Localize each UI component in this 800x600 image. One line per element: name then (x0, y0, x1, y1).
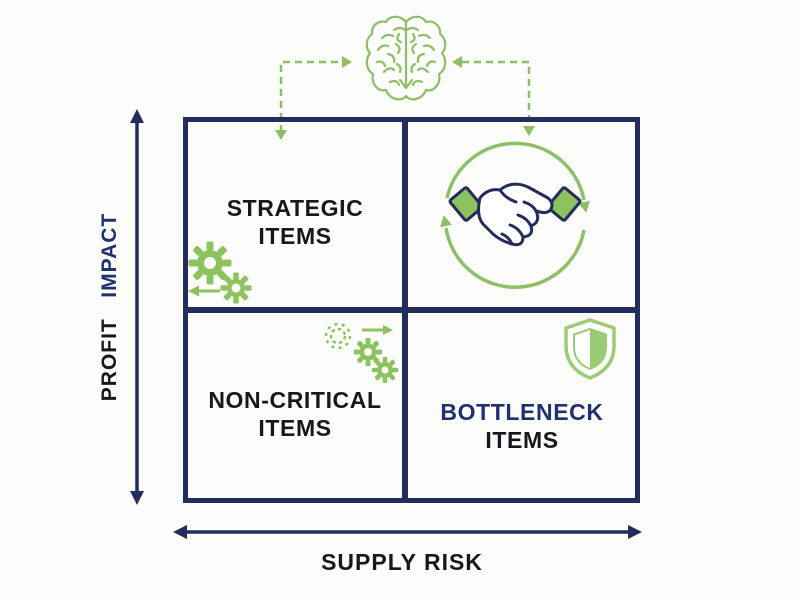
bottleneck-line2: ITEMS (485, 427, 559, 453)
dashed-connector-left (275, 56, 352, 140)
dashed-connector-right (452, 56, 535, 136)
dashed-gear-right-arrow-icon (324, 322, 398, 383)
non-critical-line2: ITEMS (258, 415, 332, 441)
y-axis-arrow (130, 109, 144, 505)
impact-word: IMPACT (98, 212, 121, 298)
strategic-line1: STRATEGIC (226, 195, 364, 221)
shield-icon (564, 318, 616, 380)
brain-icon (365, 15, 447, 101)
supply-risk-label: SUPPLY RISK (321, 549, 483, 575)
strategic-items-label: STRATEGIC ITEMS (188, 194, 402, 250)
gears-left-arrow-icon (188, 241, 252, 304)
handshake-cycle-icon (440, 141, 590, 289)
non-critical-line1: NON-CRITICAL (208, 387, 382, 413)
profit-word: PROFIT (98, 318, 121, 402)
x-axis-arrow (173, 525, 642, 539)
profit-impact-label: PROFIT IMPACT (97, 107, 123, 507)
matrix-horizontal-divider (183, 307, 640, 313)
bottleneck-line1: BOTTLENECK (440, 399, 604, 425)
bottleneck-items-label: BOTTLENECK ITEMS (408, 398, 636, 454)
strategic-line2: ITEMS (258, 223, 332, 249)
non-critical-items-label: NON-CRITICAL ITEMS (188, 386, 402, 442)
